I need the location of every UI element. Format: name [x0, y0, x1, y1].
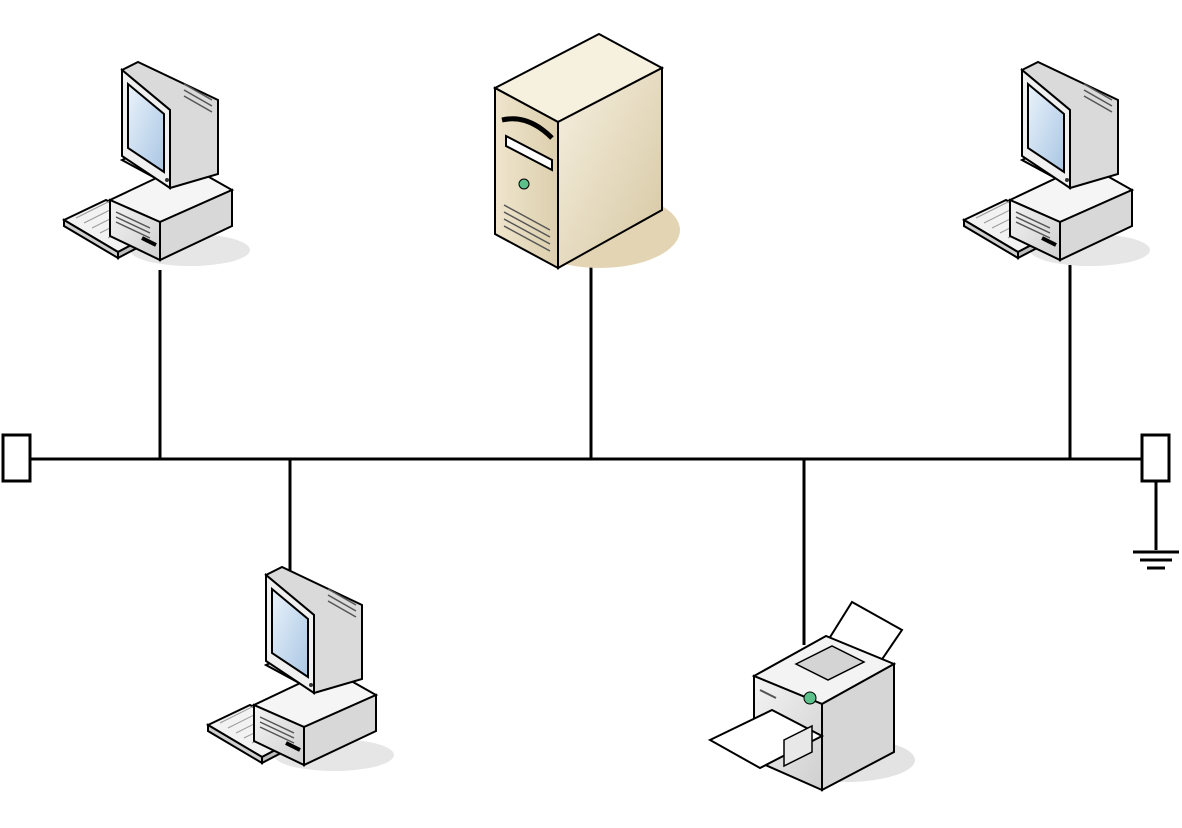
desktop-computer-icon	[962, 60, 1152, 268]
printer-icon	[707, 600, 915, 792]
desktop-computer-icon	[206, 565, 396, 773]
right-terminator	[1140, 433, 1171, 483]
tower-server-icon	[492, 32, 680, 270]
desktop-computer-icon	[62, 60, 252, 268]
ground-symbol	[1133, 481, 1179, 570]
left-terminator	[1, 433, 32, 483]
bus-backbone	[30, 265, 1142, 645]
